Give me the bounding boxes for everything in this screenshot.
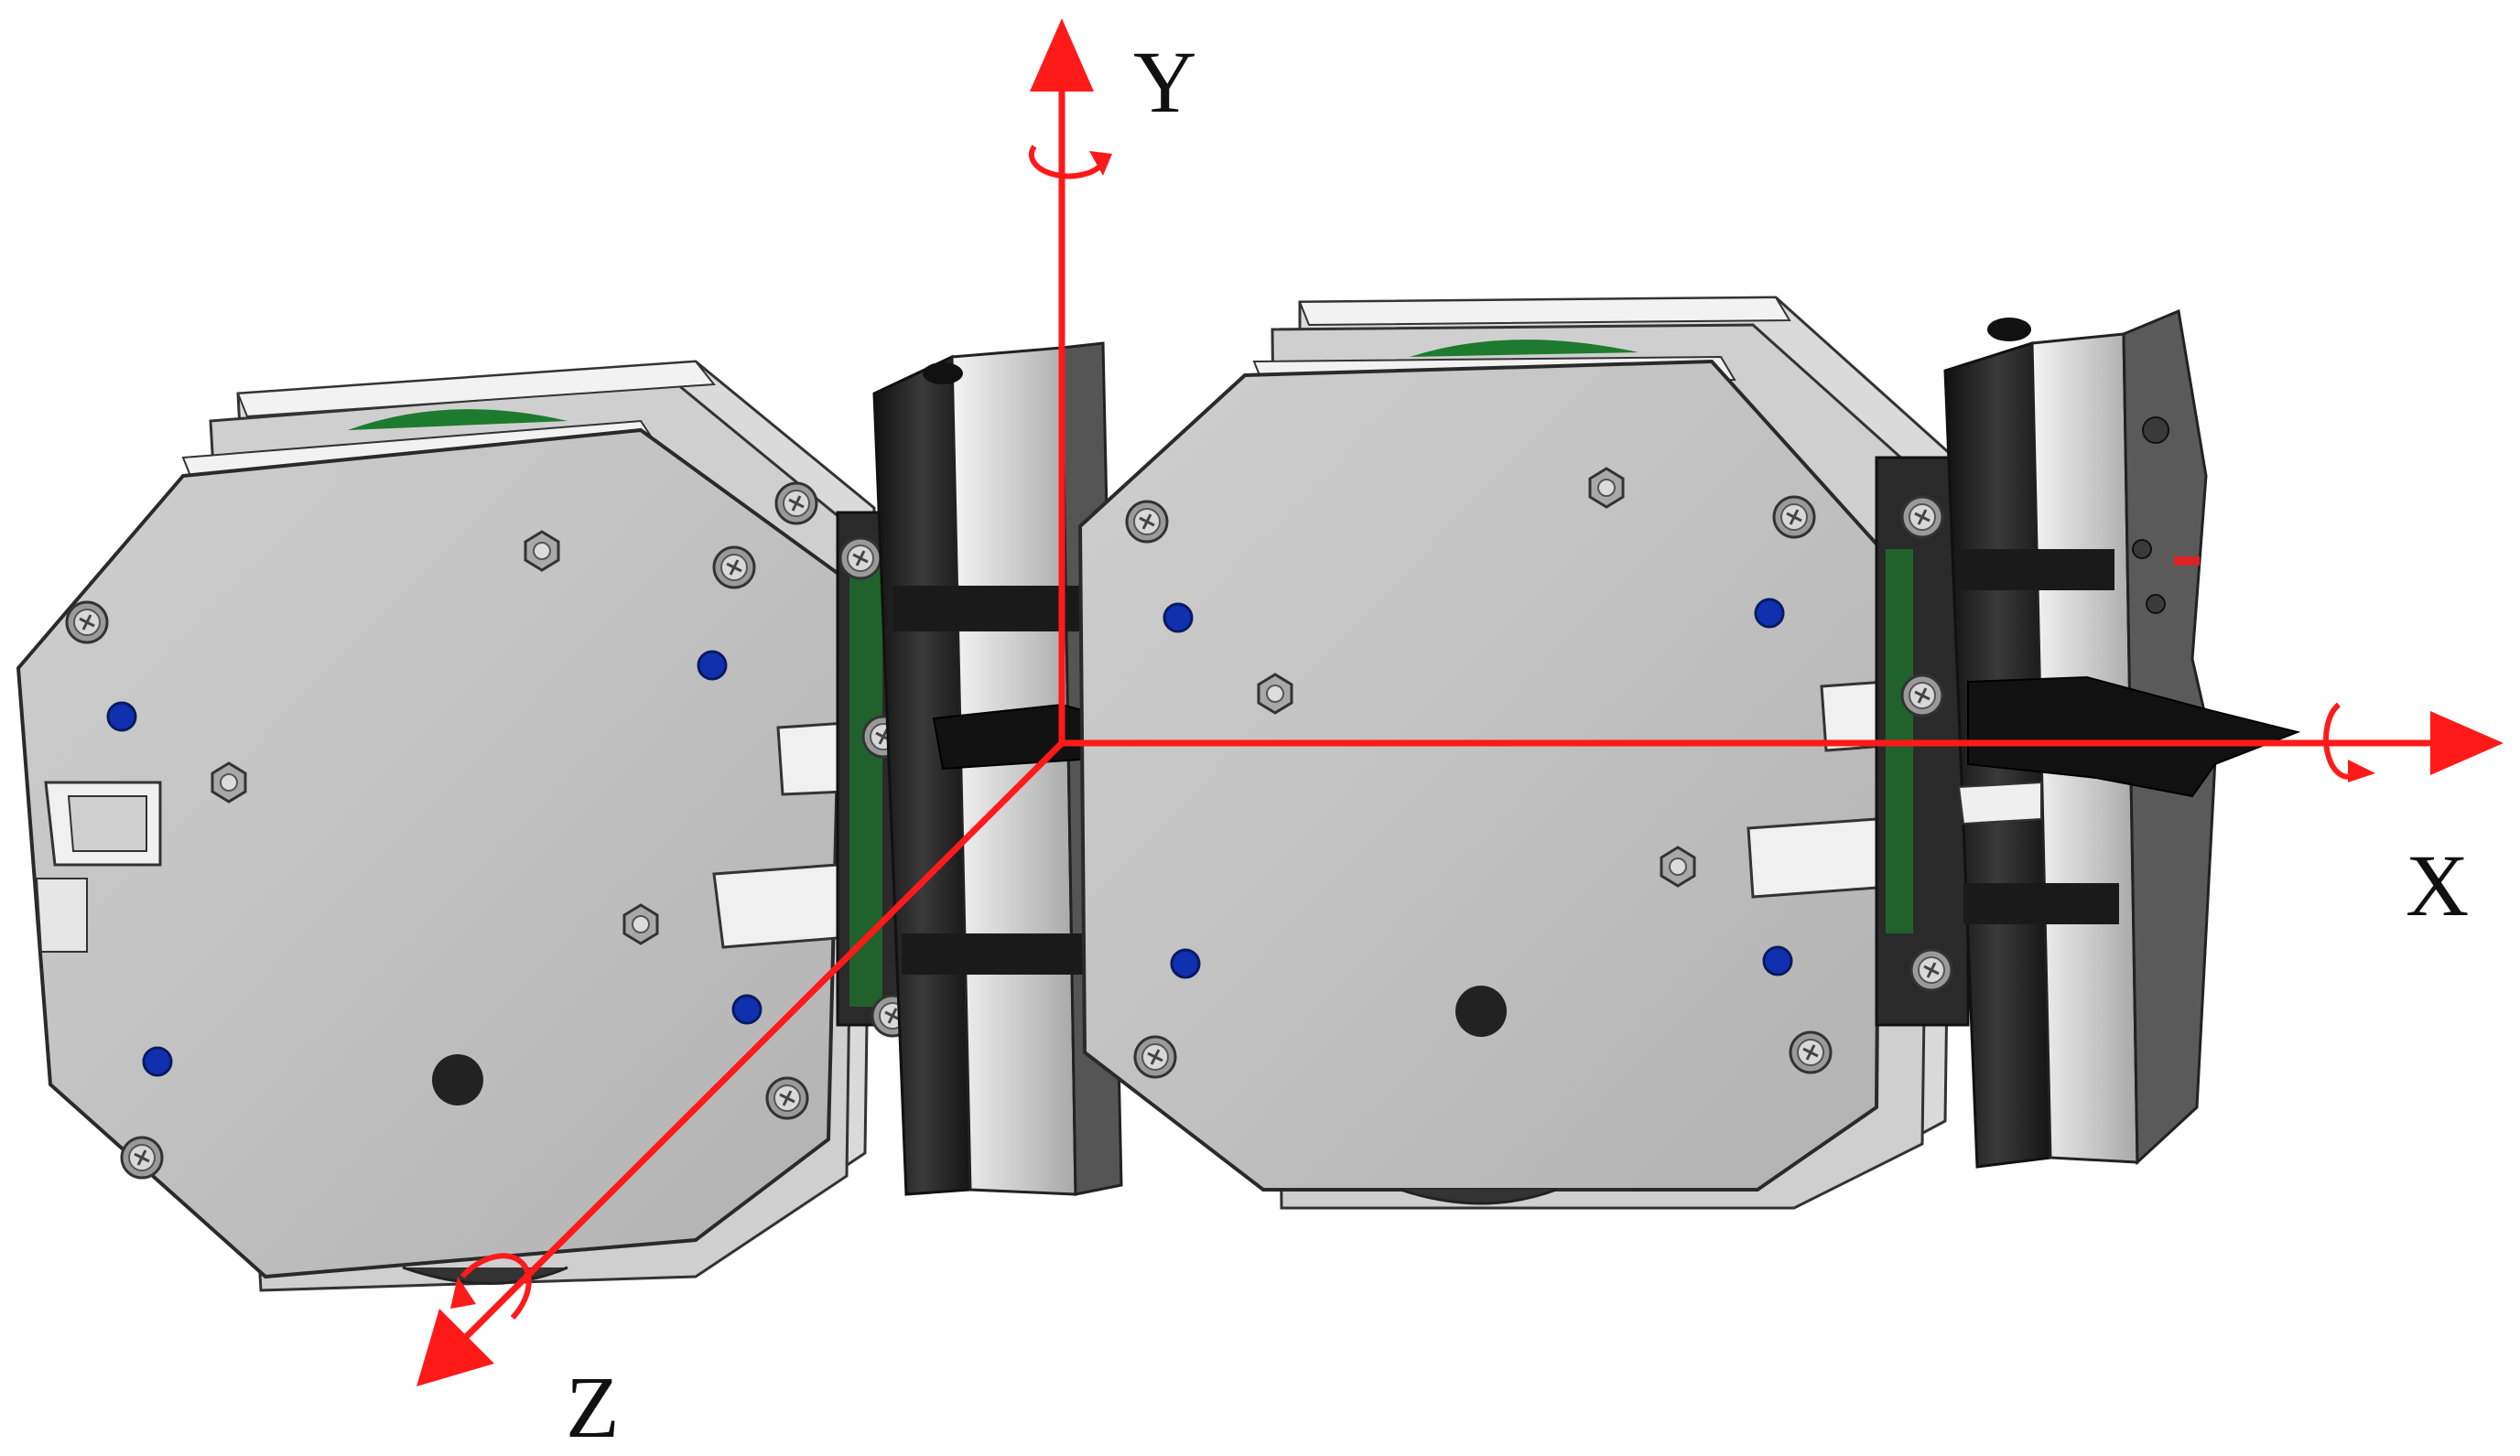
blue-marker — [1170, 948, 1201, 979]
module-left — [16, 360, 876, 1292]
screw — [120, 1136, 164, 1180]
connector-joint-right — [1875, 308, 2301, 1169]
y-axis-arrowhead — [1030, 18, 1094, 92]
hex-nut — [1257, 673, 1293, 715]
dark-hole — [432, 1054, 483, 1105]
blue-marker — [697, 650, 728, 681]
coordinate-axes: Y X Z — [416, 18, 2504, 1456]
hex-nut — [1588, 467, 1625, 509]
z-rotation-icon — [460, 1253, 532, 1321]
z-axis-line — [460, 740, 1065, 1343]
x-axis-arrowhead — [2430, 711, 2504, 775]
right-front-plate — [1077, 359, 1884, 1192]
screw — [65, 600, 109, 644]
hex-nut — [1660, 846, 1696, 888]
screw — [1909, 948, 1953, 992]
screw — [712, 545, 756, 589]
screw — [1789, 1030, 1833, 1074]
screw — [1772, 495, 1816, 539]
screw — [765, 1076, 809, 1120]
module-right — [1077, 296, 1956, 1210]
left-slots — [35, 721, 849, 953]
blue-marker — [1754, 598, 1785, 629]
screw — [774, 481, 818, 525]
hex-nut — [622, 903, 659, 945]
x-rotation-icon — [2323, 702, 2359, 780]
screw — [1125, 500, 1169, 544]
green-part — [1410, 340, 1639, 357]
blue-marker — [1163, 602, 1194, 633]
green-part — [348, 409, 568, 430]
y-rotation-icon — [1028, 145, 1106, 179]
screw — [1900, 674, 1944, 717]
y-axis-label: Y — [1133, 33, 1196, 131]
x-axis-label: X — [2406, 836, 2469, 934]
screw — [1133, 1035, 1177, 1079]
blue-marker — [142, 1046, 173, 1077]
screw — [1900, 495, 1944, 539]
z-axis-arrowhead — [416, 1309, 494, 1386]
blue-marker — [1762, 945, 1793, 976]
hex-nut — [211, 761, 247, 803]
blue-marker — [731, 994, 762, 1025]
screw — [838, 536, 882, 580]
blue-marker — [106, 701, 137, 732]
dark-hole — [1455, 986, 1507, 1037]
left-front-plate — [16, 427, 845, 1279]
hex-nut — [524, 530, 560, 572]
z-axis-label: Z — [566, 1358, 620, 1456]
